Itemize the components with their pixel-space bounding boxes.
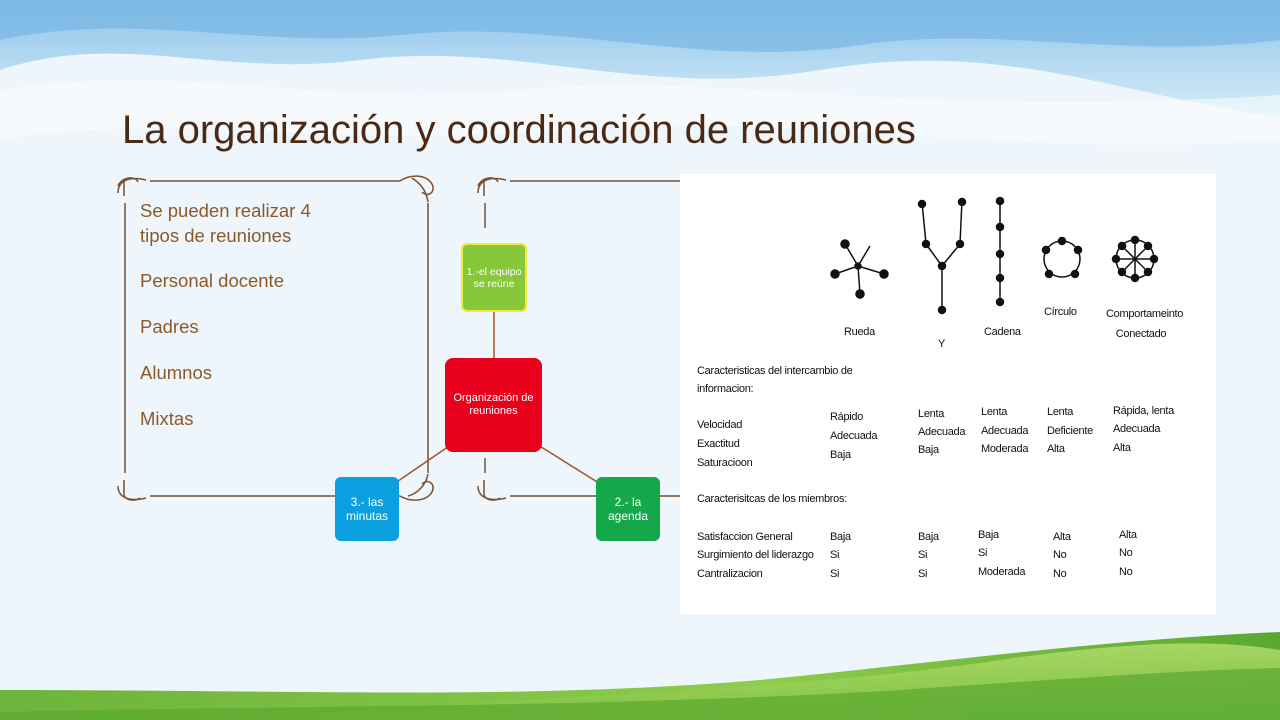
cadena-network-icon bbox=[995, 196, 1005, 307]
network-name: Y bbox=[938, 338, 946, 350]
value-cell: No bbox=[1053, 549, 1067, 561]
value-cell: Baja bbox=[918, 531, 939, 543]
value-cell: Baja bbox=[978, 529, 999, 541]
value-cell: Si bbox=[830, 549, 840, 561]
conectado-network-icon bbox=[1111, 235, 1159, 283]
value-cell: Lenta bbox=[1047, 406, 1074, 418]
y-network-icon bbox=[917, 197, 967, 315]
list-intro: Se pueden realizar 4 tipos de reuniones bbox=[140, 200, 311, 246]
value-cell: Rápido bbox=[830, 411, 864, 423]
node-label: 3.- las minutas bbox=[345, 495, 389, 523]
value-cell: Adecuada bbox=[918, 426, 966, 438]
value-cell: Si bbox=[978, 547, 988, 559]
value-cell: Si bbox=[918, 549, 928, 561]
communication-networks-figure: Rueda Y Cadena Círculo Comportameinto Co… bbox=[680, 174, 1216, 614]
node-label: 1.-el equipo se reúne bbox=[466, 265, 522, 290]
value-cell: No bbox=[1053, 568, 1067, 580]
value-cell: Baja bbox=[918, 444, 939, 456]
network-name: Rueda bbox=[844, 326, 875, 338]
network-name: Cadena bbox=[984, 326, 1021, 338]
row-label: Velocidad bbox=[697, 419, 743, 431]
value-cell: Si bbox=[918, 568, 928, 580]
node-minutes: 3.- las minutas bbox=[335, 477, 399, 541]
value-cell: Alta bbox=[1119, 529, 1137, 541]
value-cell: Alta bbox=[1113, 442, 1131, 454]
value-cell: Adecuada bbox=[1113, 423, 1161, 435]
row-label: Satisfaccion General bbox=[697, 531, 793, 543]
value-cell: No bbox=[1119, 566, 1133, 578]
node-label: 2.- la agenda bbox=[607, 495, 649, 523]
value-cell: Baja bbox=[830, 449, 851, 461]
center-node-label: Organización de reuniones bbox=[453, 392, 534, 417]
value-cell: No bbox=[1119, 547, 1133, 559]
row-label: Cantralizacion bbox=[697, 568, 763, 580]
network-name: Comportameinto Conectado bbox=[1106, 308, 1184, 340]
row-label: Surgimiento del liderazgo bbox=[697, 549, 814, 561]
row-label: Exactitud bbox=[697, 438, 740, 450]
value-cell: Moderada bbox=[981, 443, 1029, 455]
list-item: Mixtas bbox=[140, 408, 194, 429]
value-cell: Rápida, lenta bbox=[1113, 405, 1174, 417]
row-label: Saturacioon bbox=[697, 457, 753, 469]
value-cell: Deficiente bbox=[1047, 425, 1093, 437]
list-item: Padres bbox=[140, 316, 199, 337]
network-name: Círculo bbox=[1044, 306, 1077, 318]
value-cell: Alta bbox=[1047, 443, 1065, 455]
value-cell: Adecuada bbox=[981, 425, 1029, 437]
value-cell: Adecuada bbox=[830, 430, 878, 442]
value-cell: Si bbox=[830, 568, 840, 580]
value-cell: Baja bbox=[830, 531, 851, 543]
list-item: Alumnos bbox=[140, 362, 212, 383]
slide-title: La organización y coordinación de reunio… bbox=[122, 108, 916, 152]
section1-title: Caracteristicas del intercambio de infor… bbox=[697, 365, 853, 395]
node-agenda: 2.- la agenda bbox=[596, 477, 660, 541]
value-cell: Lenta bbox=[981, 406, 1008, 418]
node-team-meets: 1.-el equipo se reúne bbox=[461, 243, 527, 312]
value-cell: Moderada bbox=[978, 566, 1026, 578]
network-drawings bbox=[830, 196, 1159, 315]
section2-title: Caracterisitcas de los miembros: bbox=[697, 493, 847, 505]
center-node: Organización de reuniones bbox=[445, 358, 542, 452]
value-cell: Alta bbox=[1053, 531, 1071, 543]
rueda-network-icon bbox=[830, 239, 889, 299]
circulo-network-icon bbox=[1041, 236, 1083, 279]
meeting-types-list: Se pueden realizar 4 tipos de reuniones … bbox=[140, 198, 340, 452]
list-item: Personal docente bbox=[140, 270, 284, 291]
value-cell: Lenta bbox=[918, 408, 945, 420]
